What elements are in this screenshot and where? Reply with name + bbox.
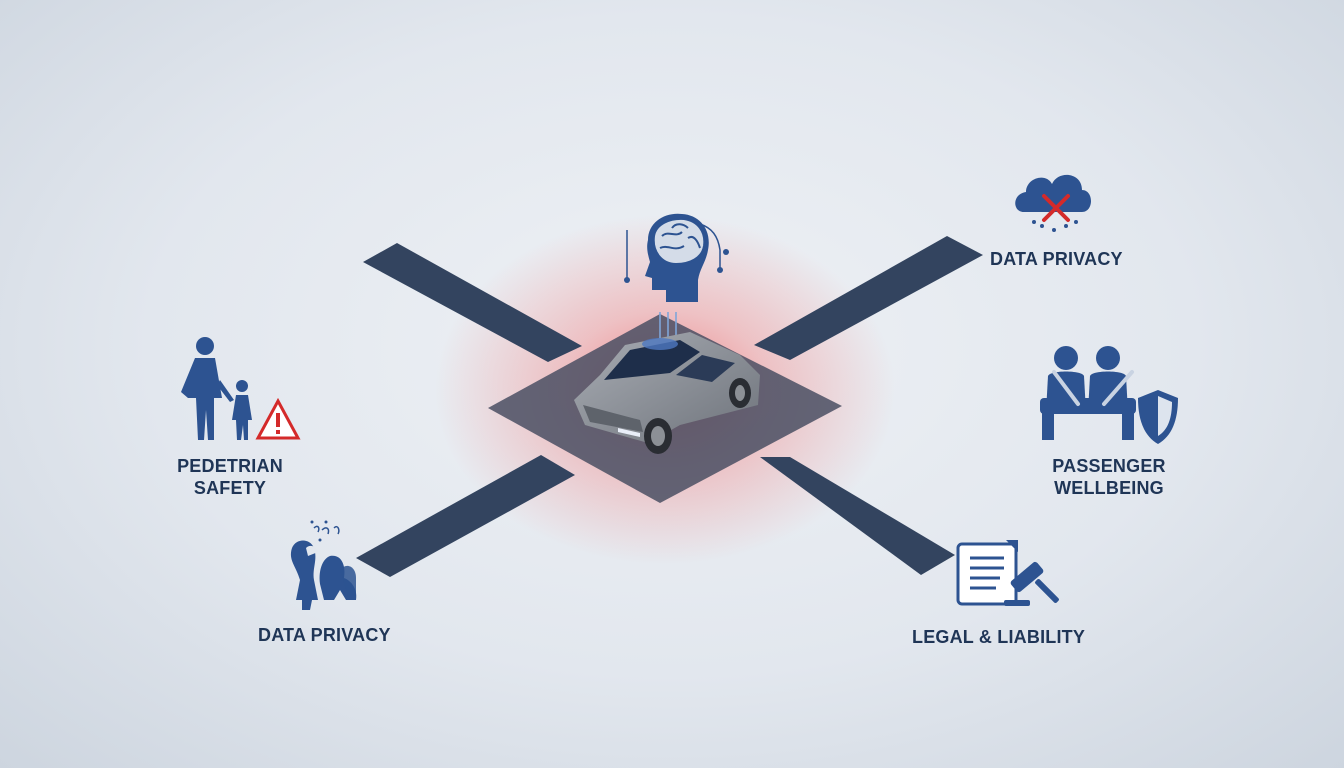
data-privacy-top-label: DATA PRIVACY (990, 248, 1123, 270)
data-privacy-bottom-label: DATA PRIVACY (258, 624, 391, 646)
passenger-wellbeing-line-1: PASSENGER (1044, 455, 1174, 477)
seatbelt-passengers-shield-icon (1040, 346, 1178, 444)
crowd-icon (291, 521, 356, 611)
passenger-wellbeing-label: PASSENGER WELLBEING (1044, 455, 1174, 499)
pedestrian-safety-line-2: SAFETY (170, 477, 290, 499)
legal-liability-label: LEGAL & LIABILITY (912, 626, 1085, 648)
pedestrian-family-warning-icon (181, 337, 298, 440)
cloud-x-icon (1015, 175, 1091, 232)
pedestrian-safety-line-1: PEDETRIAN (170, 455, 290, 477)
passenger-wellbeing-line-2: WELLBEING (1044, 477, 1174, 499)
pedestrian-safety-label: PEDETRIAN SAFETY (170, 455, 290, 499)
document-gavel-icon (958, 540, 1060, 606)
